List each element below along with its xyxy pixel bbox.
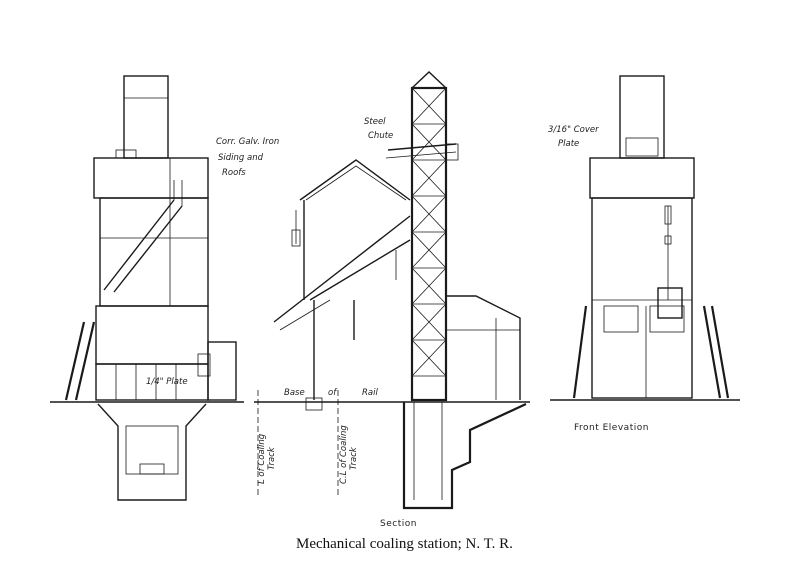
corr-siding-label-line2: Siding and [218,153,264,163]
track1-label-line2: Track [267,446,277,470]
corr-siding-label-line3: Roofs [222,168,246,178]
section-title: Section [380,519,417,529]
figure-caption: Mechanical coaling station; N. T. R. [296,536,513,552]
front-elevation-title: Front Elevation [574,423,649,433]
base-label: Base [284,388,305,398]
steel-chute-label-line2: Chute [368,131,393,141]
rail-label: Rail [362,388,378,398]
side-elevation [50,75,244,501]
of-label: of [328,388,338,398]
steel-chute-label-line1: Steel [364,117,386,127]
track2-label-line2: Track [349,446,359,470]
front-elevation [550,75,740,401]
corr-siding-label-line1: Corr. Galv. Iron [216,137,279,147]
section-view [254,71,530,510]
cover-plate-label-line1: 3/16" Cover [548,125,599,135]
track1-label-line1: L of Coaling [257,433,267,484]
plate-label: 1/4" Plate [146,377,188,387]
track2-label-line1: C.L of Coaling [339,425,349,484]
cover-plate-label-line2: Plate [558,139,579,149]
annotations: Corr. Galv. Iron Siding and Roofs Steel … [146,117,649,552]
